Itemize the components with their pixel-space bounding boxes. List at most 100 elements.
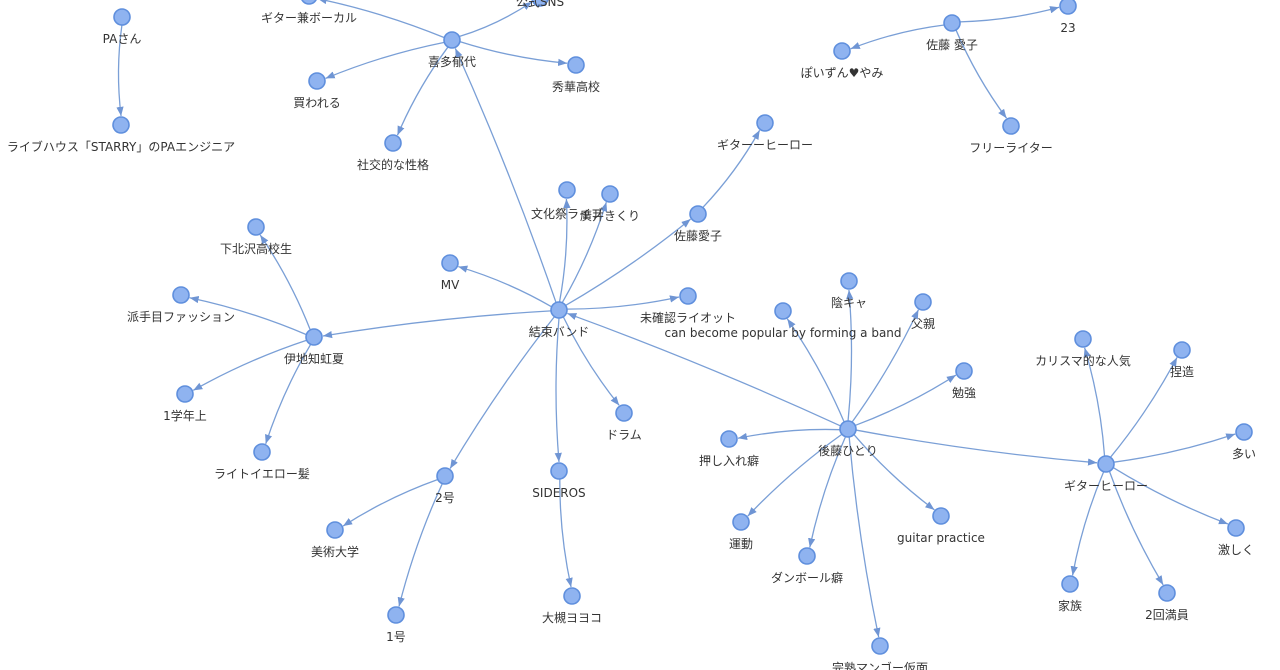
node-circle[interactable]	[1173, 341, 1191, 359]
node-circle[interactable]	[326, 521, 344, 539]
graph-node-guitar_vocal[interactable]: ギター兼ボーカル	[261, 0, 357, 25]
graph-node-shimokita[interactable]: 下北沢高校生	[220, 218, 292, 256]
graph-node-netsuzo[interactable]: 捏造	[1170, 341, 1194, 379]
node-circle[interactable]	[1235, 423, 1253, 441]
node-circle[interactable]	[1059, 0, 1077, 15]
graph-node-kessoku[interactable]: 結束バンド	[529, 301, 590, 339]
graph-node-official_sns[interactable]: 公式SNS	[516, 0, 564, 9]
node-circle[interactable]	[1002, 117, 1020, 135]
node-circle[interactable]	[679, 287, 697, 305]
node-circle[interactable]	[253, 443, 271, 461]
node-label: can become popular by forming a band	[664, 326, 901, 340]
node-circle[interactable]	[550, 301, 568, 319]
graph-node-popular[interactable]: can become popular by forming a band	[664, 302, 902, 340]
node-circle[interactable]	[531, 0, 549, 7]
graph-node-shakoteki[interactable]: 社交的な性格	[357, 134, 429, 172]
node-circle[interactable]	[308, 72, 326, 90]
graph-node-mikakunin[interactable]: 未確認ライオット	[640, 287, 736, 325]
node-circle[interactable]	[955, 362, 973, 380]
node-circle[interactable]	[441, 254, 459, 272]
node-circle[interactable]	[615, 404, 633, 422]
node-circle[interactable]	[384, 134, 402, 152]
node-circle[interactable]	[601, 185, 619, 203]
graph-node-benkyo[interactable]: 勉強	[952, 362, 976, 400]
graph-node-nikai[interactable]: 2回満員	[1145, 584, 1189, 622]
graph-node-bijutsu[interactable]: 美術大学	[311, 521, 359, 559]
graph-node-kawareru[interactable]: 買われる	[293, 72, 341, 110]
graph-node-drum[interactable]: ドラム	[606, 404, 642, 442]
node-circle[interactable]	[774, 302, 792, 320]
graph-node-hademe[interactable]: 派手目ファッション	[127, 286, 235, 324]
node-circle[interactable]	[839, 420, 857, 438]
node-circle[interactable]	[914, 293, 932, 311]
node-circle[interactable]	[943, 14, 961, 32]
graph-node-oi[interactable]: 多い	[1232, 423, 1256, 461]
graph-node-freewriter[interactable]: フリーライター	[969, 117, 1053, 155]
node-circle[interactable]	[732, 513, 750, 531]
graph-node-oshiire[interactable]: 押し入れ癖	[699, 430, 759, 468]
node-circle[interactable]	[689, 205, 707, 223]
graph-node-sato_ai[interactable]: 佐藤 愛子	[926, 14, 978, 52]
node-circle[interactable]	[172, 286, 190, 304]
graph-node-goto[interactable]: 後藤ひとり	[818, 420, 878, 458]
graph-node-shuka[interactable]: 秀華高校	[552, 56, 600, 94]
node-circle[interactable]	[798, 547, 816, 565]
node-circle[interactable]	[563, 587, 581, 605]
node-circle[interactable]	[176, 385, 194, 403]
node-circle[interactable]	[932, 507, 950, 525]
node-circle[interactable]	[247, 218, 265, 236]
graph-node-kita[interactable]: 喜多郁代	[428, 31, 476, 69]
node-circle[interactable]	[387, 606, 405, 624]
graph-node-gakunen[interactable]: 1学年上	[163, 385, 207, 423]
edge-sato_ai-n23	[959, 6, 1060, 23]
graph-node-lightyellow[interactable]: ライトイエロー髪	[214, 443, 310, 481]
graph-node-sato_aiko[interactable]: 佐藤愛子	[674, 205, 722, 243]
node-circle[interactable]	[1227, 519, 1245, 537]
graph-node-otsuki[interactable]: 大槻ヨヨコ	[542, 587, 602, 625]
node-label: 激しく	[1218, 543, 1254, 557]
graph-node-guitarhero[interactable]: ギターヒーロー	[1064, 455, 1148, 493]
graph-node-guitarhero_top[interactable]: ギターーヒーロー	[717, 114, 813, 152]
graph-node-bunkasai[interactable]: 文化祭ライブ	[531, 181, 603, 221]
graph-node-mv[interactable]: MV	[441, 254, 460, 292]
node-circle[interactable]	[756, 114, 774, 132]
node-circle[interactable]	[1061, 575, 1079, 593]
node-circle[interactable]	[550, 462, 568, 480]
graph-node-kazoku[interactable]: 家族	[1058, 575, 1082, 613]
graph-node-hiroi[interactable]: 廣井きくり	[580, 185, 640, 223]
node-circle[interactable]	[871, 637, 889, 655]
graph-node-kanjuku[interactable]: 完熟マンゴー仮面	[832, 637, 928, 670]
node-label: ギターーヒーロー	[717, 138, 813, 152]
graph-node-hageshiku[interactable]: 激しく	[1218, 519, 1254, 557]
node-circle[interactable]	[301, 0, 317, 5]
graph-node-poisunyami[interactable]: ぽいずん♥やみ	[801, 42, 884, 80]
graph-node-ijichi[interactable]: 伊地知虹夏	[284, 328, 344, 366]
node-circle[interactable]	[1158, 584, 1176, 602]
node-circle[interactable]	[436, 467, 454, 485]
node-circle[interactable]	[305, 328, 323, 346]
graph-node-sideros[interactable]: SIDEROS	[532, 462, 586, 500]
node-circle[interactable]	[840, 272, 858, 290]
node-circle[interactable]	[1074, 330, 1092, 348]
node-circle[interactable]	[833, 42, 851, 60]
node-circle[interactable]	[1097, 455, 1115, 473]
graph-node-chichi[interactable]: 父親	[911, 293, 935, 331]
graph-node-danboru[interactable]: ダンボール癖	[771, 547, 843, 585]
graph-node-pa[interactable]: PAさん	[103, 8, 142, 46]
graph-node-no2[interactable]: 2号	[435, 467, 455, 505]
graph-node-guitarpractice[interactable]: guitar practice	[897, 507, 985, 545]
graph-node-pa_eng[interactable]: ライブハウス「STARRY」のPAエンジニア	[7, 116, 235, 154]
node-circle[interactable]	[558, 181, 576, 199]
node-circle[interactable]	[443, 31, 461, 49]
graph-node-charisma[interactable]: カリスマ的な人気	[1035, 330, 1131, 368]
graph-node-no1[interactable]: 1号	[386, 606, 406, 644]
node-circle[interactable]	[720, 430, 738, 448]
node-circle[interactable]	[113, 8, 131, 26]
graph-node-inkya[interactable]: 陰キャ	[831, 272, 867, 310]
node-circle[interactable]	[567, 56, 585, 74]
node-circle[interactable]	[112, 116, 130, 134]
edge-pa-pa_eng	[116, 24, 124, 117]
graph-node-undo[interactable]: 運動	[729, 513, 753, 551]
graph-node-n23[interactable]: 23	[1059, 0, 1077, 35]
